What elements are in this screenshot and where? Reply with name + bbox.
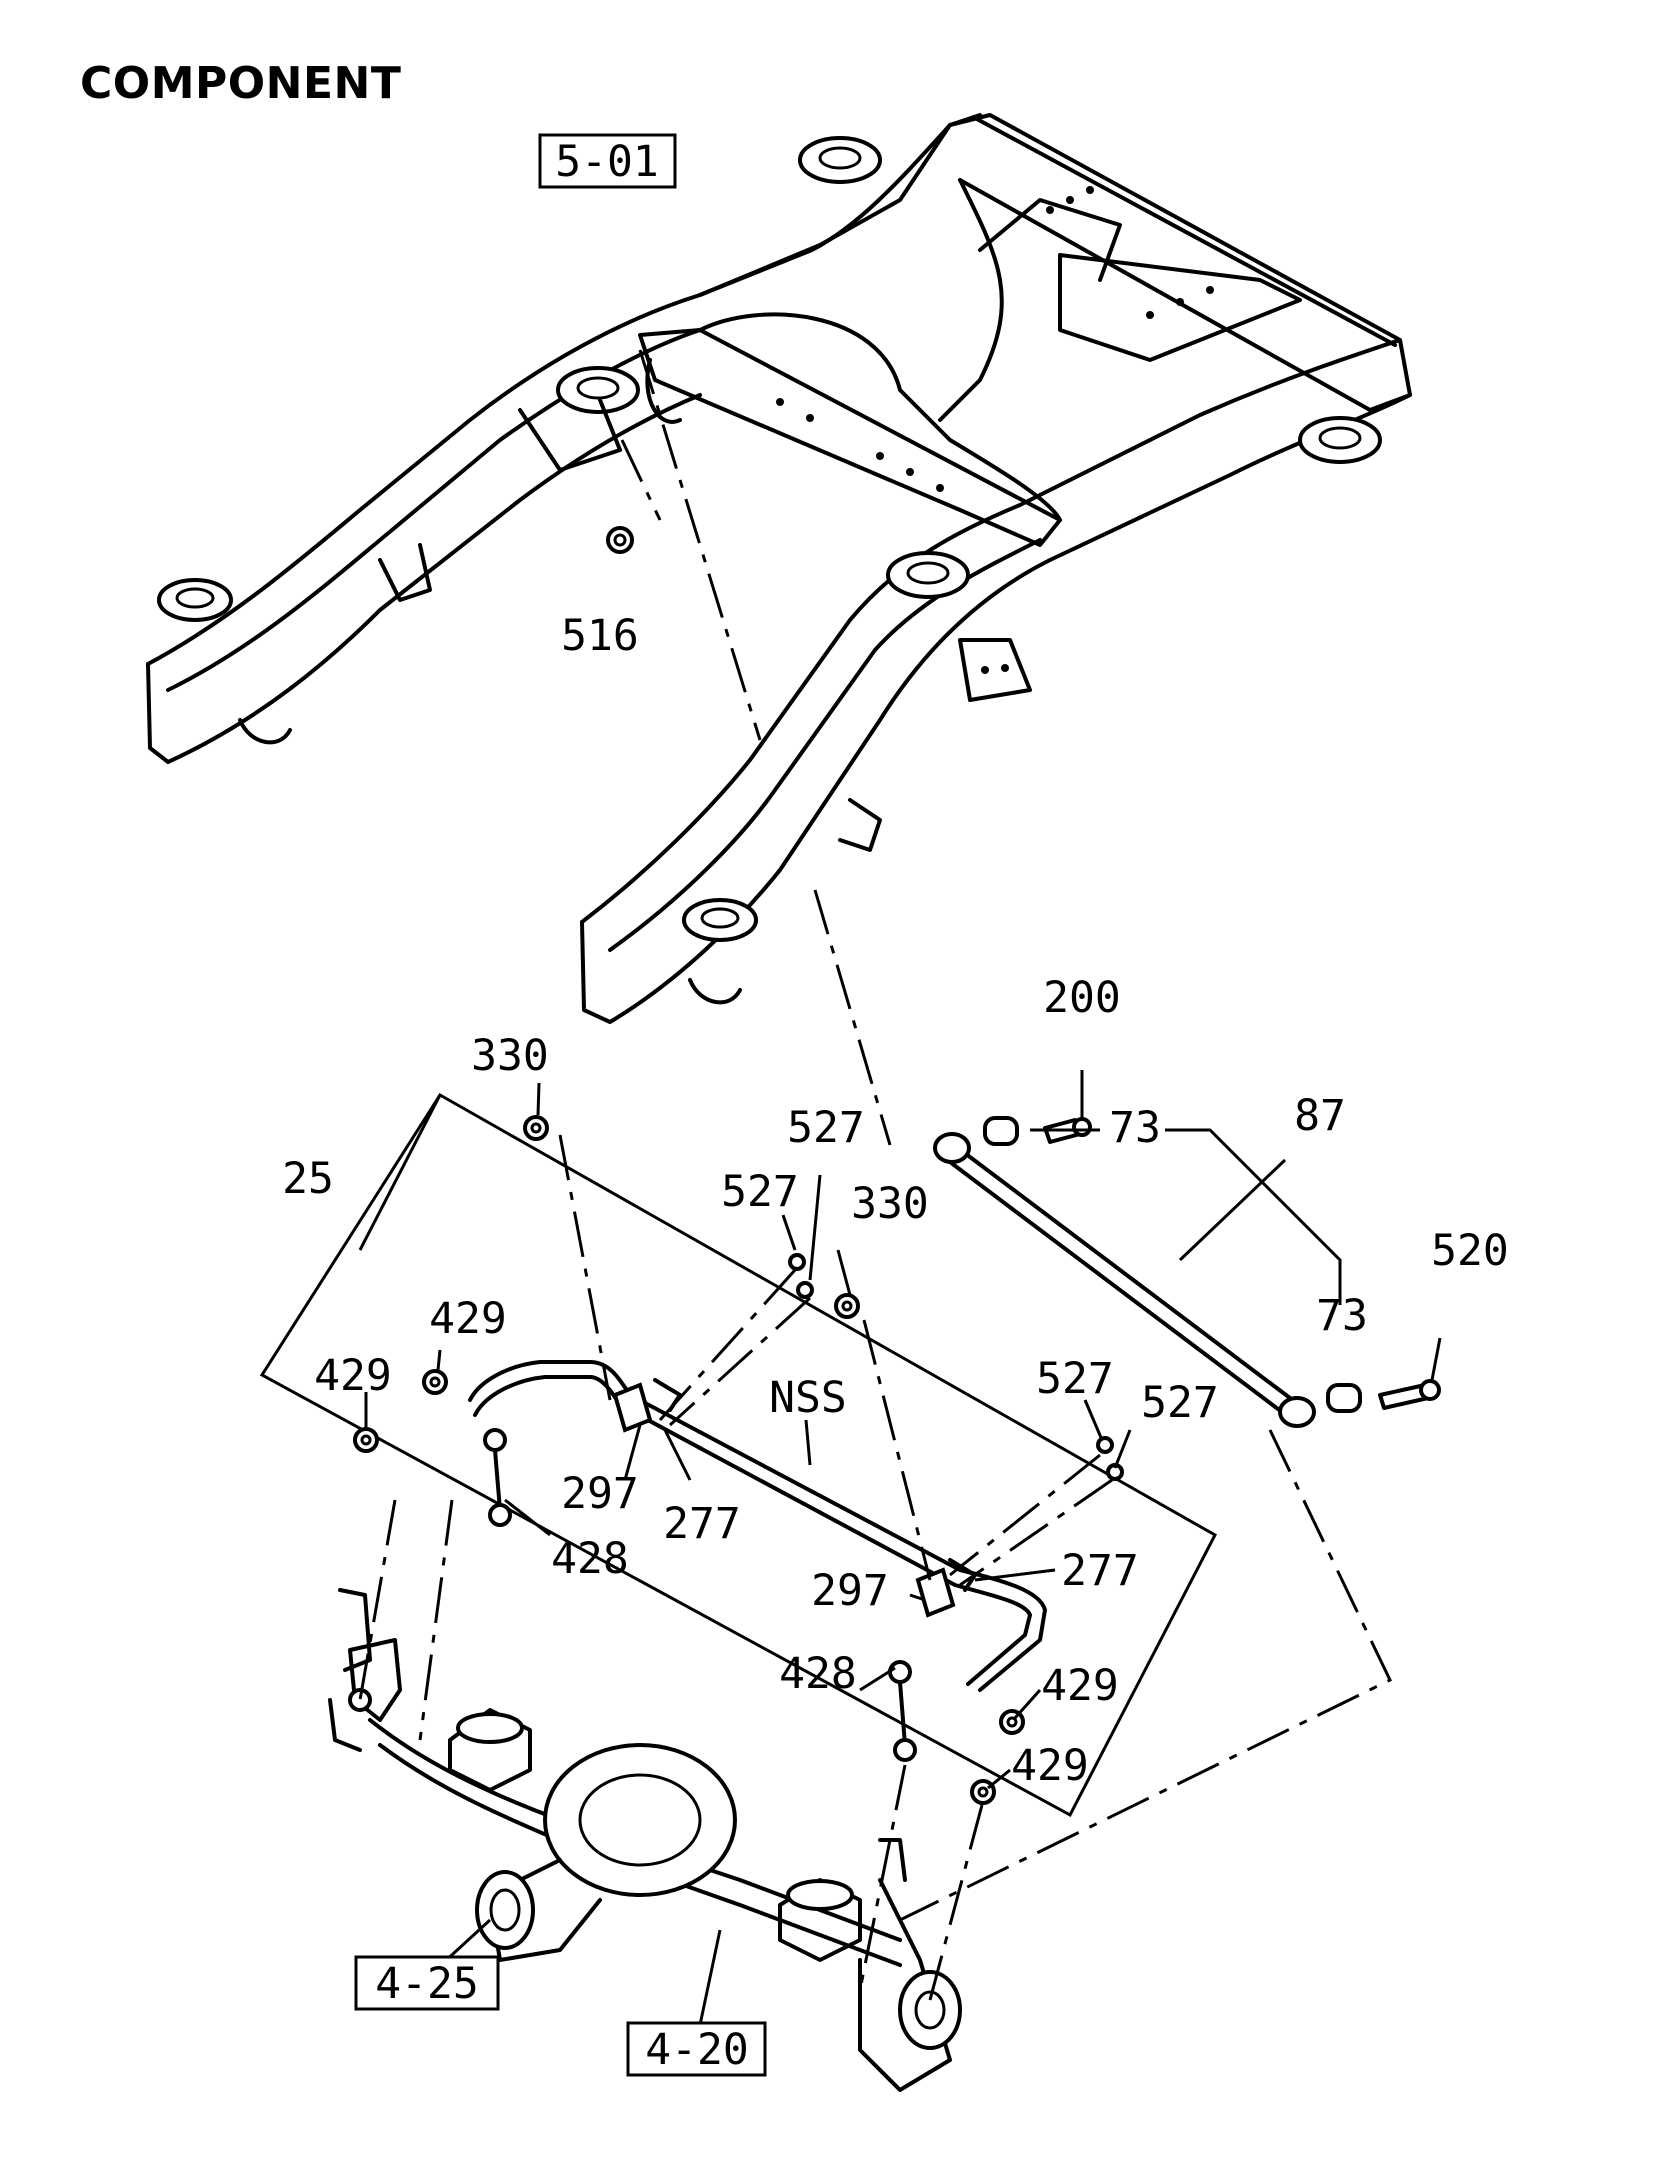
reference-4-20: 4-20 — [626, 2021, 767, 2077]
callout-429: 429 — [1011, 1741, 1089, 1791]
callout-520: 520 — [1431, 1226, 1509, 1276]
callout-297: 297 — [811, 1566, 889, 1616]
callout-25: 25 — [282, 1154, 334, 1204]
callout-277: 277 — [1061, 1546, 1139, 1596]
callout-nss: NSS — [769, 1373, 847, 1423]
callout-73: 73 — [1316, 1291, 1368, 1341]
page-title: COMPONENT — [80, 58, 402, 109]
lateral-rod — [606, 526, 1441, 1428]
ref-label: 4-20 — [645, 2025, 749, 2075]
callout-297: 297 — [561, 1469, 639, 1519]
callout-labels: 516 200 73 87 520 73 330 25 527 527 330 … — [282, 611, 1509, 1791]
reference-5-01: 5-01 — [538, 133, 677, 189]
leader-lines — [358, 135, 1442, 2026]
callout-73: 73 — [1109, 1103, 1161, 1153]
callout-330: 330 — [851, 1179, 929, 1229]
callout-428: 428 — [779, 1649, 857, 1699]
callout-428: 428 — [551, 1534, 629, 1584]
callout-527: 527 — [721, 1167, 799, 1217]
reference-boxes: 5-01 4-25 4-20 — [354, 133, 767, 2077]
callout-429: 429 — [429, 1294, 507, 1344]
callout-527: 527 — [787, 1103, 865, 1153]
stabilizer-kit-outline — [259, 1092, 1217, 1818]
reference-4-25: 4-25 — [354, 1955, 500, 2011]
callout-200: 200 — [1043, 973, 1121, 1023]
ref-label: 5-01 — [555, 137, 659, 187]
callout-277: 277 — [663, 1499, 741, 1549]
stabilizer-bar — [353, 1115, 1124, 1805]
callout-429: 429 — [314, 1351, 392, 1401]
callout-527: 527 — [1036, 1354, 1114, 1404]
callout-429: 429 — [1041, 1661, 1119, 1711]
ref-label: 4-25 — [375, 1959, 479, 2009]
callout-516: 516 — [561, 611, 639, 661]
callout-330: 330 — [471, 1031, 549, 1081]
callout-87: 87 — [1294, 1091, 1346, 1141]
chassis-frame — [146, 113, 1412, 1024]
callout-527: 527 — [1141, 1378, 1219, 1428]
rear-axle-assembly — [328, 1588, 962, 2092]
